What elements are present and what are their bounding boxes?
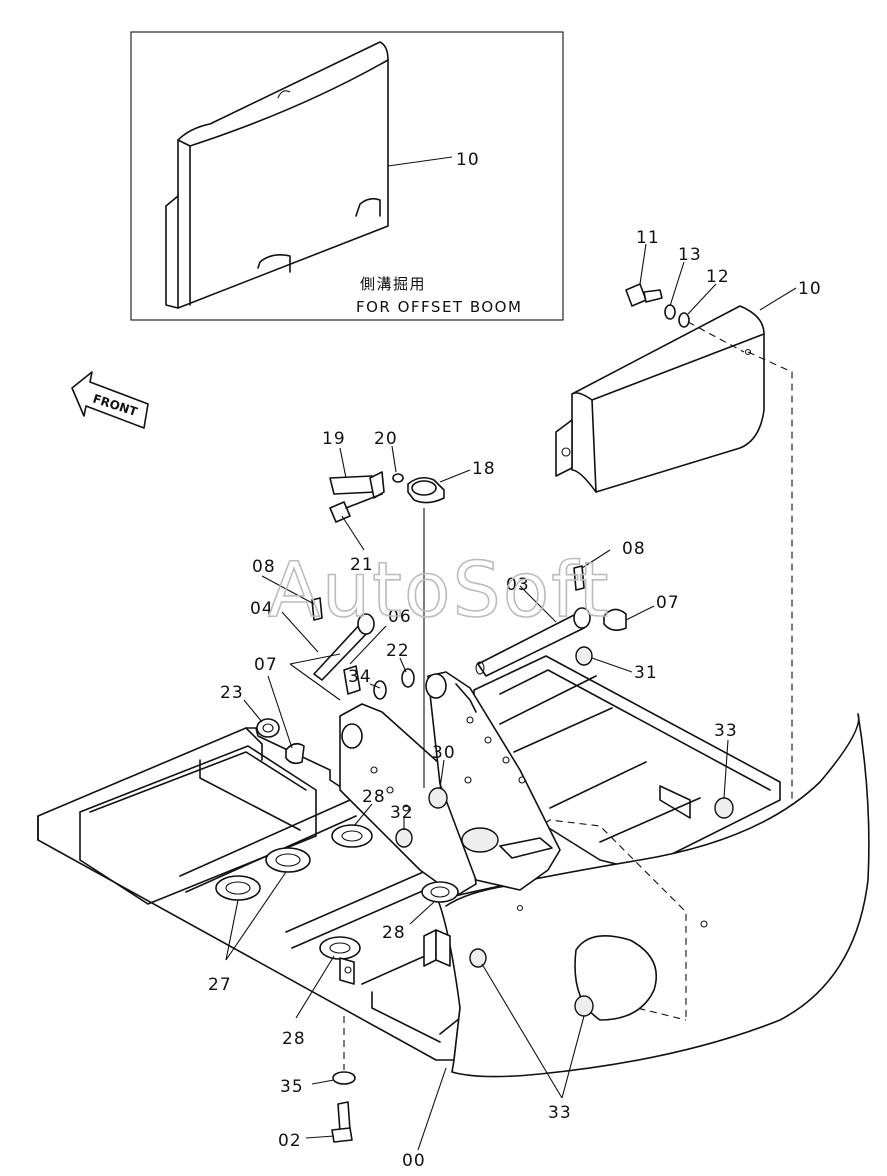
callout-33b: 33 [548, 1103, 572, 1123]
leader-lines [225, 243, 797, 1151]
callout-08a: 08 [252, 557, 276, 577]
pins [256, 565, 627, 765]
callout-18: 18 [472, 459, 496, 479]
boom-bracket [339, 671, 561, 897]
callout-08b: 08 [622, 539, 646, 559]
inset-part-label: 10 [456, 150, 480, 170]
callout-13: 13 [678, 245, 702, 265]
callout-28b: 28 [382, 923, 406, 943]
cushion-28c [319, 936, 361, 985]
callout-10: 10 [798, 279, 822, 299]
callout-19: 19 [322, 429, 346, 449]
callout-23: 23 [220, 683, 244, 703]
cushion-27a [215, 875, 261, 901]
top-fittings [329, 471, 445, 788]
cushion-28a [331, 824, 373, 848]
callout-22: 22 [386, 641, 410, 661]
bottom-fasteners [331, 1016, 356, 1143]
bolt-washers-11-13-12 [625, 283, 745, 353]
callout-11: 11 [636, 228, 660, 248]
callout-02: 02 [278, 1131, 302, 1151]
callout-28c: 28 [282, 1029, 306, 1049]
callout-04: 04 [250, 599, 274, 619]
callout-07b: 07 [656, 593, 680, 613]
callout-07a: 07 [254, 655, 278, 675]
callout-labels: 11 13 12 10 19 20 18 21 08 08 04 06 03 0… [208, 228, 822, 1171]
counterweight-part [555, 305, 805, 871]
cushion-28b [421, 881, 459, 903]
watermark-text: AutoSoft [268, 545, 610, 634]
front-arrow-icon: FRONT [71, 371, 149, 429]
callout-21: 21 [350, 555, 374, 575]
cushion-mounts [215, 824, 459, 985]
callout-06: 06 [388, 607, 412, 627]
inset-note-jp: 側溝掘用 [360, 275, 426, 293]
bushings [395, 646, 734, 1017]
callout-30: 30 [432, 743, 456, 763]
callout-27: 27 [208, 975, 232, 995]
callout-03: 03 [506, 575, 530, 595]
callout-35: 35 [280, 1077, 304, 1097]
cushion-27b [265, 847, 311, 873]
inset-offset-boom: 10 側溝掘用 FOR OFFSET BOOM [130, 31, 564, 321]
callout-31: 31 [634, 663, 658, 683]
callout-33a: 33 [714, 721, 738, 741]
callout-34: 34 [348, 667, 372, 687]
callout-00: 00 [402, 1151, 426, 1171]
inset-note-en: FOR OFFSET BOOM [356, 298, 522, 316]
callout-32: 32 [390, 803, 414, 823]
callout-28a: 28 [362, 787, 386, 807]
callout-20: 20 [374, 429, 398, 449]
callout-12: 12 [706, 267, 730, 287]
